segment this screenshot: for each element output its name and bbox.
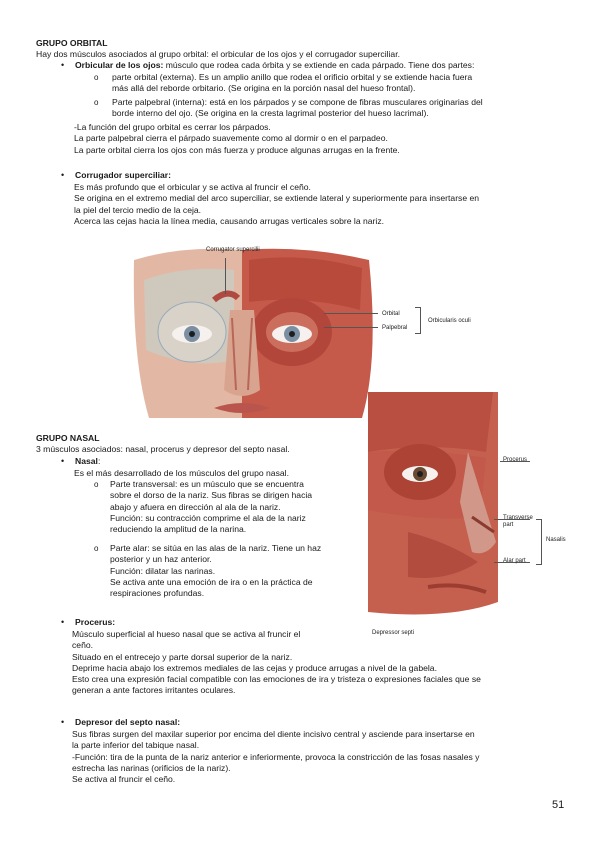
corrugador-title: Corrugador superciliar: <box>75 170 171 180</box>
label-transverse: Transverse <box>503 515 533 521</box>
alar-part-item: o Parte alar: se sitúa en las alas de la… <box>94 543 364 599</box>
label-depressor: Depressor septi <box>372 630 415 636</box>
bullet: • <box>61 60 65 70</box>
t-line3: abajo y afuera en dirección al ala de la… <box>110 501 281 512</box>
p-line3: Situado en el entrecejo y parte dorsal s… <box>72 651 293 662</box>
nasal-colon: : <box>97 456 101 466</box>
orbital-part-item: o parte orbital (externa). Es un amplio … <box>94 72 574 95</box>
leader-line <box>225 258 226 294</box>
corr-line2: Se origina en el extremo medial del arco… <box>74 193 480 204</box>
label-alar: Alar part <box>503 558 526 564</box>
corrugador-body: Es más profundo que el orbicular y se ac… <box>74 182 574 227</box>
leader-line <box>494 562 530 563</box>
bullet: • <box>61 170 65 180</box>
orbicular-item: • Orbicular de los ojos: músculo que rod… <box>61 60 581 71</box>
nasal-heading: GRUPO NASAL <box>36 433 100 443</box>
p-line2: ceño. <box>72 640 94 651</box>
func-line3: La parte orbital cierra los ojos con más… <box>74 144 400 155</box>
sub-bullet: o <box>94 98 99 107</box>
bracket <box>415 307 421 334</box>
corr-line4: Acerca las cejas hacia la línea media, c… <box>74 215 385 226</box>
leader-line <box>494 519 530 520</box>
sub2-line2: borde interno del ojo. (Se origina en la… <box>112 108 429 119</box>
a-line2: posterior y un haz anterior. <box>110 554 212 565</box>
procerus-item: • Procerus: <box>61 617 361 628</box>
depresor-item: • Depresor del septo nasal: <box>61 717 361 728</box>
orbital-function: -La función del grupo orbital es cerrar … <box>74 122 400 156</box>
face-illustration <box>133 248 373 418</box>
sub-bullet: o <box>94 480 99 489</box>
func-line2: La parte palpebral cierra el párpado sua… <box>74 133 388 144</box>
leader-line <box>324 327 378 328</box>
corr-line1: Es más profundo que el orbicular y se ac… <box>74 182 311 192</box>
corrugador-item: • Corrugador superciliar: <box>61 170 581 181</box>
p-line1: Músculo superficial al hueso nasal que s… <box>72 629 301 639</box>
leader-line <box>324 313 378 314</box>
label-corrugator: Corrugator supercilii <box>206 247 260 253</box>
orbicular-desc: músculo que rodea cada órbita y se extie… <box>163 60 475 70</box>
a-line5: respiraciones profundas. <box>110 588 205 599</box>
palpebral-part-item: o Parte palpebral (interna): está en los… <box>94 97 574 120</box>
d-line1: Sus fibras surgen del maxilar superior p… <box>72 729 475 739</box>
label-palpebral: Palpebral <box>382 325 408 331</box>
bullet: • <box>61 717 65 727</box>
sub-bullet: o <box>94 73 99 82</box>
nasal-anatomy-figure <box>368 392 528 622</box>
label-part: part <box>503 522 514 528</box>
corr-line3: la piel del tercio medio de la ceja. <box>74 204 202 215</box>
orbicular-title: Orbicular de los ojos: <box>75 60 164 70</box>
leader-line <box>500 461 530 462</box>
p-line6: generan a ante factores irritantes ocula… <box>72 685 236 696</box>
profile-illustration <box>368 392 498 615</box>
orbital-heading: GRUPO ORBITAL <box>36 38 108 48</box>
nasal-intro: 3 músculos asociados: nasal, procerus y … <box>36 444 290 454</box>
procerus-title: Procerus: <box>75 617 116 627</box>
d-line4: estrecha las narinas (orificios de la na… <box>72 762 231 773</box>
procerus-body: Músculo superficial al hueso nasal que s… <box>72 629 582 697</box>
d-line2: la parte inferior del tabique nasal. <box>72 740 200 751</box>
d-line5: Se activa al fruncir el ceño. <box>72 774 176 785</box>
t-line5: reduciendo la amplitud de la narina. <box>110 524 247 535</box>
face-anatomy-figure <box>124 240 484 418</box>
a-line1: Parte alar: se sitúa en las alas de la n… <box>110 543 322 553</box>
func-line1: -La función del grupo orbital es cerrar … <box>74 122 271 132</box>
label-procerus: Procerus <box>503 457 528 463</box>
label-orbicularis: Orbicularis oculi <box>428 318 471 324</box>
bullet: • <box>61 456 65 466</box>
t-line2: sobre el dorso de la nariz. Sus fibras s… <box>110 490 313 501</box>
a-line4: Se activa ante una emoción de ira o en l… <box>110 576 313 587</box>
bracket <box>536 519 542 565</box>
nasal-title: Nasal <box>75 456 98 466</box>
sub1-line2: más allá del reborde orbitario. (Se orig… <box>112 83 416 94</box>
p-line5: Esto crea una expresión facial compatibl… <box>72 674 481 685</box>
page-number: 51 <box>552 799 565 811</box>
sub-bullet: o <box>94 544 99 553</box>
a-line3: Función: dilatar las narinas. <box>110 565 216 576</box>
nasal-item: • Nasal: <box>61 456 361 467</box>
t-line4: Función: su contracción comprime el ala … <box>110 512 306 523</box>
nasal-desc: Es el más desarrollado de los músculos d… <box>74 468 289 478</box>
p-line4: Deprime hacia abajo los extremos mediale… <box>72 662 437 673</box>
t-line1: Parte transversal: es un músculo que se … <box>110 479 304 489</box>
sub1-line1: parte orbital (externa). Es un amplio an… <box>112 72 473 82</box>
depresor-body: Sus fibras surgen del maxilar superior p… <box>72 729 587 785</box>
orbital-intro: Hay dos músculos asociados al grupo orbi… <box>36 49 400 59</box>
depresor-title: Depresor del septo nasal: <box>75 717 181 727</box>
label-orbital: Orbital <box>382 311 400 317</box>
label-nasalis: Nasalis <box>546 537 566 543</box>
sub2-line1: Parte palpebral (interna): está en los p… <box>112 97 483 107</box>
d-line3: -Función: tira de la punta de la nariz a… <box>72 751 480 762</box>
bullet: • <box>61 617 65 627</box>
transverse-part-item: o Parte transversal: es un músculo que s… <box>94 479 364 535</box>
